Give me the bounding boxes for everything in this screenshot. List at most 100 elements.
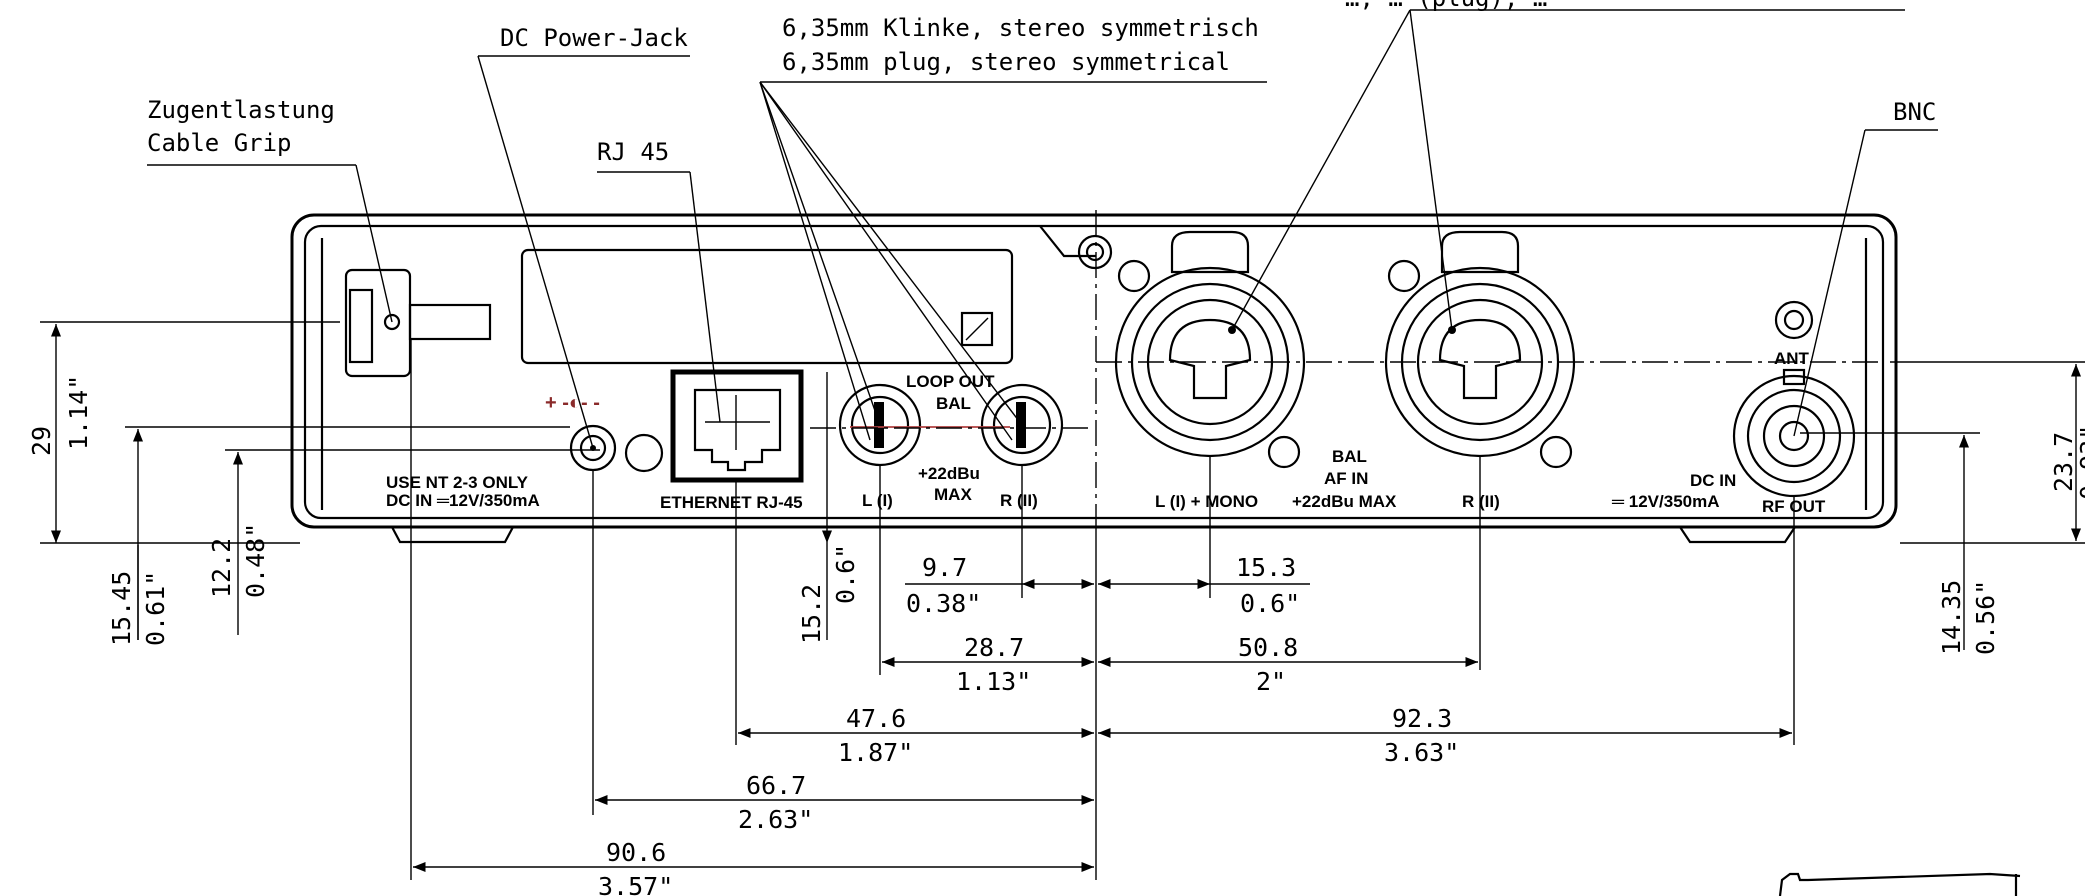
dim-667-mm: 66.7	[746, 771, 806, 800]
label-jack-right: R (II)	[1000, 491, 1038, 510]
dim-508-mm: 50.8	[1238, 633, 1298, 662]
label-loop-out-bal: BAL	[936, 394, 971, 413]
vertical-dimensions: 29 1.14" 15.45 0.61" 12.2 0.48" 15.2 0.6…	[27, 321, 860, 646]
center-screw	[1077, 234, 1113, 270]
callout-jack-leader-2	[759, 81, 1023, 426]
dim-1435-mm: 14.35	[1937, 580, 1966, 655]
jack-right-slot	[1016, 402, 1026, 448]
label-ethernet: ETHERNET RJ-45	[660, 493, 803, 512]
callout-rj45-leader	[689, 171, 721, 423]
dim-287-in: 1.13"	[956, 667, 1031, 696]
polarity-symbol: + -◐- -	[545, 392, 600, 414]
vertical-dimensions-right: 23.7 0.93" 14.35 0.56"	[1800, 361, 2085, 655]
bnc-lug	[1782, 368, 1806, 386]
callout-dc-leader	[477, 55, 594, 449]
callout-bnc-text: BNC	[1893, 98, 1936, 126]
callout-jack-leader-4	[759, 81, 1013, 441]
partial-side-view	[1778, 872, 2021, 896]
dim-237-in: 0.93"	[2075, 425, 2085, 500]
rj45-socket	[693, 388, 782, 472]
label-dc-in-right-spec: ═ 12V/350mA	[1611, 492, 1720, 511]
dim-923-mm: 92.3	[1392, 704, 1452, 733]
ant-screw-inner	[1783, 309, 1805, 331]
callout-xlr-leader-left	[1231, 9, 1411, 331]
ant-screw	[1774, 300, 1814, 340]
dim-122-in: 0.48"	[241, 523, 270, 598]
dim-476-in: 1.87"	[838, 738, 913, 767]
dim-122-mm: 12.2	[207, 538, 236, 598]
xlr-right-screw-top	[1387, 259, 1421, 293]
side-view-edge	[1778, 872, 2021, 896]
dim-153-in: 0.6"	[1240, 589, 1300, 618]
label-level: +22dBu	[918, 464, 980, 483]
callout-grip-leader	[355, 164, 393, 323]
panel-inner-outline	[303, 224, 1885, 520]
xlr-left-latch	[1170, 230, 1250, 274]
dim-508-in: 2"	[1256, 667, 1286, 696]
callout-bnc-leader	[1793, 129, 1866, 437]
display-window	[520, 248, 1014, 365]
panel-seam	[1039, 225, 1096, 258]
jack-right-inner	[992, 395, 1052, 455]
rj45-port	[670, 369, 804, 483]
dim-153-mm: 15.3	[1236, 553, 1296, 582]
label-jack-left: L (I)	[862, 491, 893, 510]
horizontal-dimensions: 9.7 0.38" 15.3 0.6" 28.7 1.13" 50.8 2" 4…	[410, 340, 1795, 896]
dim-906-mm: 90.6	[606, 838, 666, 867]
label-badge	[960, 311, 994, 347]
callout-dc-text: DC Power-Jack	[500, 24, 688, 52]
dim-237-mm: 23.7	[2049, 432, 2078, 492]
label-loop-out: LOOP OUT	[906, 372, 995, 391]
label-bal: BAL	[1332, 447, 1367, 466]
xlr-right-screw-bottom	[1539, 435, 1573, 469]
bnc-inner	[1762, 404, 1826, 468]
cable-grip-hole	[383, 313, 401, 331]
dim-29-mm: 29	[27, 426, 56, 456]
callout-jack-leader-3	[759, 81, 871, 441]
device-rear-panel	[290, 210, 1898, 544]
callouts: …, … (plug), … DC Power-Jack 6,35mm Klin…	[147, 0, 1938, 449]
center-screw-inner	[1085, 242, 1105, 262]
dim-29-in: 1.14"	[64, 375, 93, 450]
callout-jack-de: 6,35mm Klinke, stereo symmetrisch	[782, 14, 1259, 42]
foot-right	[1679, 526, 1796, 544]
xlr-left-pins	[1168, 318, 1252, 400]
dim-287-mm: 28.7	[964, 633, 1024, 662]
label-dc-in-right: DC IN	[1690, 471, 1736, 490]
label-dc-in-left: DC IN ═12V/350mA	[386, 491, 540, 510]
label-xlr-right: R (II)	[1462, 492, 1500, 511]
dc-power-jack-inner	[579, 434, 607, 462]
cable-grip-tongue	[408, 303, 492, 341]
label-xlr-left: L (I) + MONO	[1155, 492, 1258, 511]
cable-grip-slot	[348, 288, 374, 364]
bnc-core	[1778, 420, 1810, 452]
panel-labels: + -◐- - USE NT 2-3 ONLY DC IN ═12V/350mA…	[386, 349, 1826, 516]
callout-grip-en: Cable Grip	[147, 129, 292, 157]
dim-476-mm: 47.6	[846, 704, 906, 733]
xlr-left-screw-top	[1117, 259, 1151, 293]
callout-jack-leader-1	[759, 81, 881, 426]
dim-1545-in: 0.61"	[141, 571, 170, 646]
dim-152-mm: 15.2	[797, 584, 826, 644]
dim-667-in: 2.63"	[738, 805, 813, 834]
dc-jack-led	[624, 433, 664, 473]
callout-xlr-text: …, … (plug), …	[1345, 0, 1547, 12]
callout-grip-de: Zugentlastung	[147, 96, 335, 124]
bnc-mid	[1746, 388, 1842, 484]
callout-jack-en: 6,35mm plug, stereo symmetrical	[782, 48, 1230, 76]
dim-152-in: 0.6"	[831, 544, 860, 604]
dim-906-in: 3.57"	[598, 872, 673, 896]
foot-left	[391, 526, 514, 544]
label-badge-mark	[965, 317, 989, 341]
dim-1435-in: 0.56"	[1971, 580, 2000, 655]
jack-left-slot	[874, 402, 884, 448]
dim-97-mm: 9.7	[922, 553, 967, 582]
xlr-left-screw-bottom	[1267, 435, 1301, 469]
label-af-in: AF IN	[1324, 469, 1368, 488]
label-use-nt: USE NT 2-3 ONLY	[386, 473, 529, 492]
label-level-max: MAX	[934, 485, 972, 504]
dim-97-in: 0.38"	[906, 589, 981, 618]
callout-rj45-text: RJ 45	[597, 138, 669, 166]
dim-923-in: 3.63"	[1384, 738, 1459, 767]
